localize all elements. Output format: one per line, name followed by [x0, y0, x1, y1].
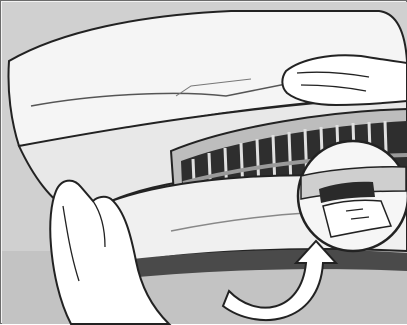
right-hand: [282, 55, 407, 105]
